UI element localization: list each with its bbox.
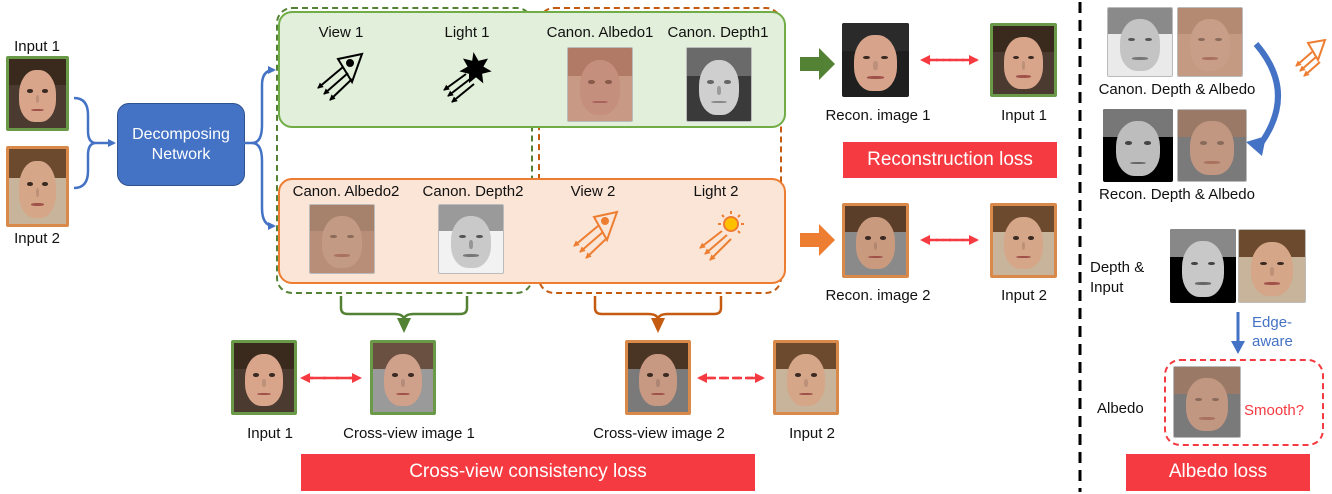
cross-view-image2 [625,340,691,415]
sun-icon-light2 [699,211,744,261]
network-brace [243,66,276,230]
edge-aware-label-2: aware [1252,333,1293,350]
albedo2-label: Canon. Albedo2 [292,183,400,200]
green-bracket-arrow [397,318,411,333]
input-brace [73,96,116,190]
top-input1-label: Input 1 [1001,107,1047,124]
recon-image1 [842,23,909,97]
depth2-label: Canon. Depth2 [422,183,524,200]
recon-albedo-small-image [1177,109,1247,182]
recon-image2-label: Recon. image 2 [825,287,931,304]
cross-input2-label: Input 2 [789,425,835,442]
view1-label: View 1 [318,24,364,41]
albedo-small-image [1173,366,1241,438]
canon-depth-small-image [1107,7,1173,77]
cross-input1-image [231,340,297,415]
depth-input-label-2: Input [1090,279,1124,296]
input2-face-image [6,146,69,227]
light2-label: Light 2 [693,183,739,200]
curved-blue-arrow [1253,42,1281,152]
canon-depth1-image [686,47,752,122]
input-small-image [1238,229,1306,303]
recon-depth-albedo-label: Recon. Depth & Albedo [1099,186,1255,203]
canon-albedo2-image [309,204,375,274]
smooth-question-label: Smooth? [1244,402,1305,419]
bottom-input2-label: Input 2 [1001,287,1047,304]
network-label-line2: Network [151,145,211,163]
green-block-arrow [800,48,835,80]
cross-input1-label: Input 1 [247,425,293,442]
orange-bracket-arrow [651,318,665,333]
recon-image1-label: Recon. image 1 [825,107,931,124]
albedo-smooth-dashed-box [1164,359,1324,446]
cross-view-loss-box: Cross-view consistency loss [301,454,755,491]
depth-input-label-1: Depth & [1090,259,1145,276]
recon-image2 [842,203,909,278]
albedo-loss-box: Albedo loss [1126,454,1310,491]
input2-label: Input 2 [14,230,60,247]
albedo-loss-label: Albedo loss [1168,461,1268,482]
light-icon-light1 [443,51,492,103]
light-icon-small [1295,38,1327,77]
reconstruction-loss-box: Reconstruction loss [843,142,1057,178]
camera-icon-view2 [573,210,619,259]
green-bracket [339,296,469,321]
orange-block-arrow [800,224,835,256]
network-label-line1: Decomposing [132,125,230,143]
view2-label: View 2 [570,183,616,200]
cross-view-loss-label: Cross-view consistency loss [409,461,647,482]
albedo-label: Albedo [1097,400,1144,417]
canon-albedo1-image [567,47,633,122]
reconstruction-loss-label: Reconstruction loss [867,149,1033,170]
recon-depth-small-image [1103,109,1173,182]
canon-depth2-image [438,204,504,274]
canon-depth-albedo-label: Canon. Depth & Albedo [1098,81,1256,98]
albedo1-label: Canon. Albedo1 [546,24,654,41]
cross-view-image2-label: Cross-view image 2 [593,425,725,442]
canon-albedo-small-image [1177,7,1243,77]
input1-label: Input 1 [14,38,60,55]
depth-small-image [1170,229,1236,303]
group-view1-albedo2 [276,7,533,294]
cross-input2-image [773,340,839,415]
orange-bracket [593,296,723,321]
cross-view-image1 [370,340,436,415]
top-input1-image [990,23,1057,97]
edge-aware-label-1: Edge- [1252,314,1293,331]
depth1-label: Canon. Depth1 [667,24,769,41]
red-double-arrows [300,55,979,383]
cross-view-image1-label: Cross-view image 1 [343,425,475,442]
input1-face-image [6,56,69,131]
group-albedo1-view2 [538,7,782,294]
bottom-input2-image [990,203,1057,278]
light1-label: Light 1 [444,24,490,41]
camera-icon-view1 [317,52,364,101]
